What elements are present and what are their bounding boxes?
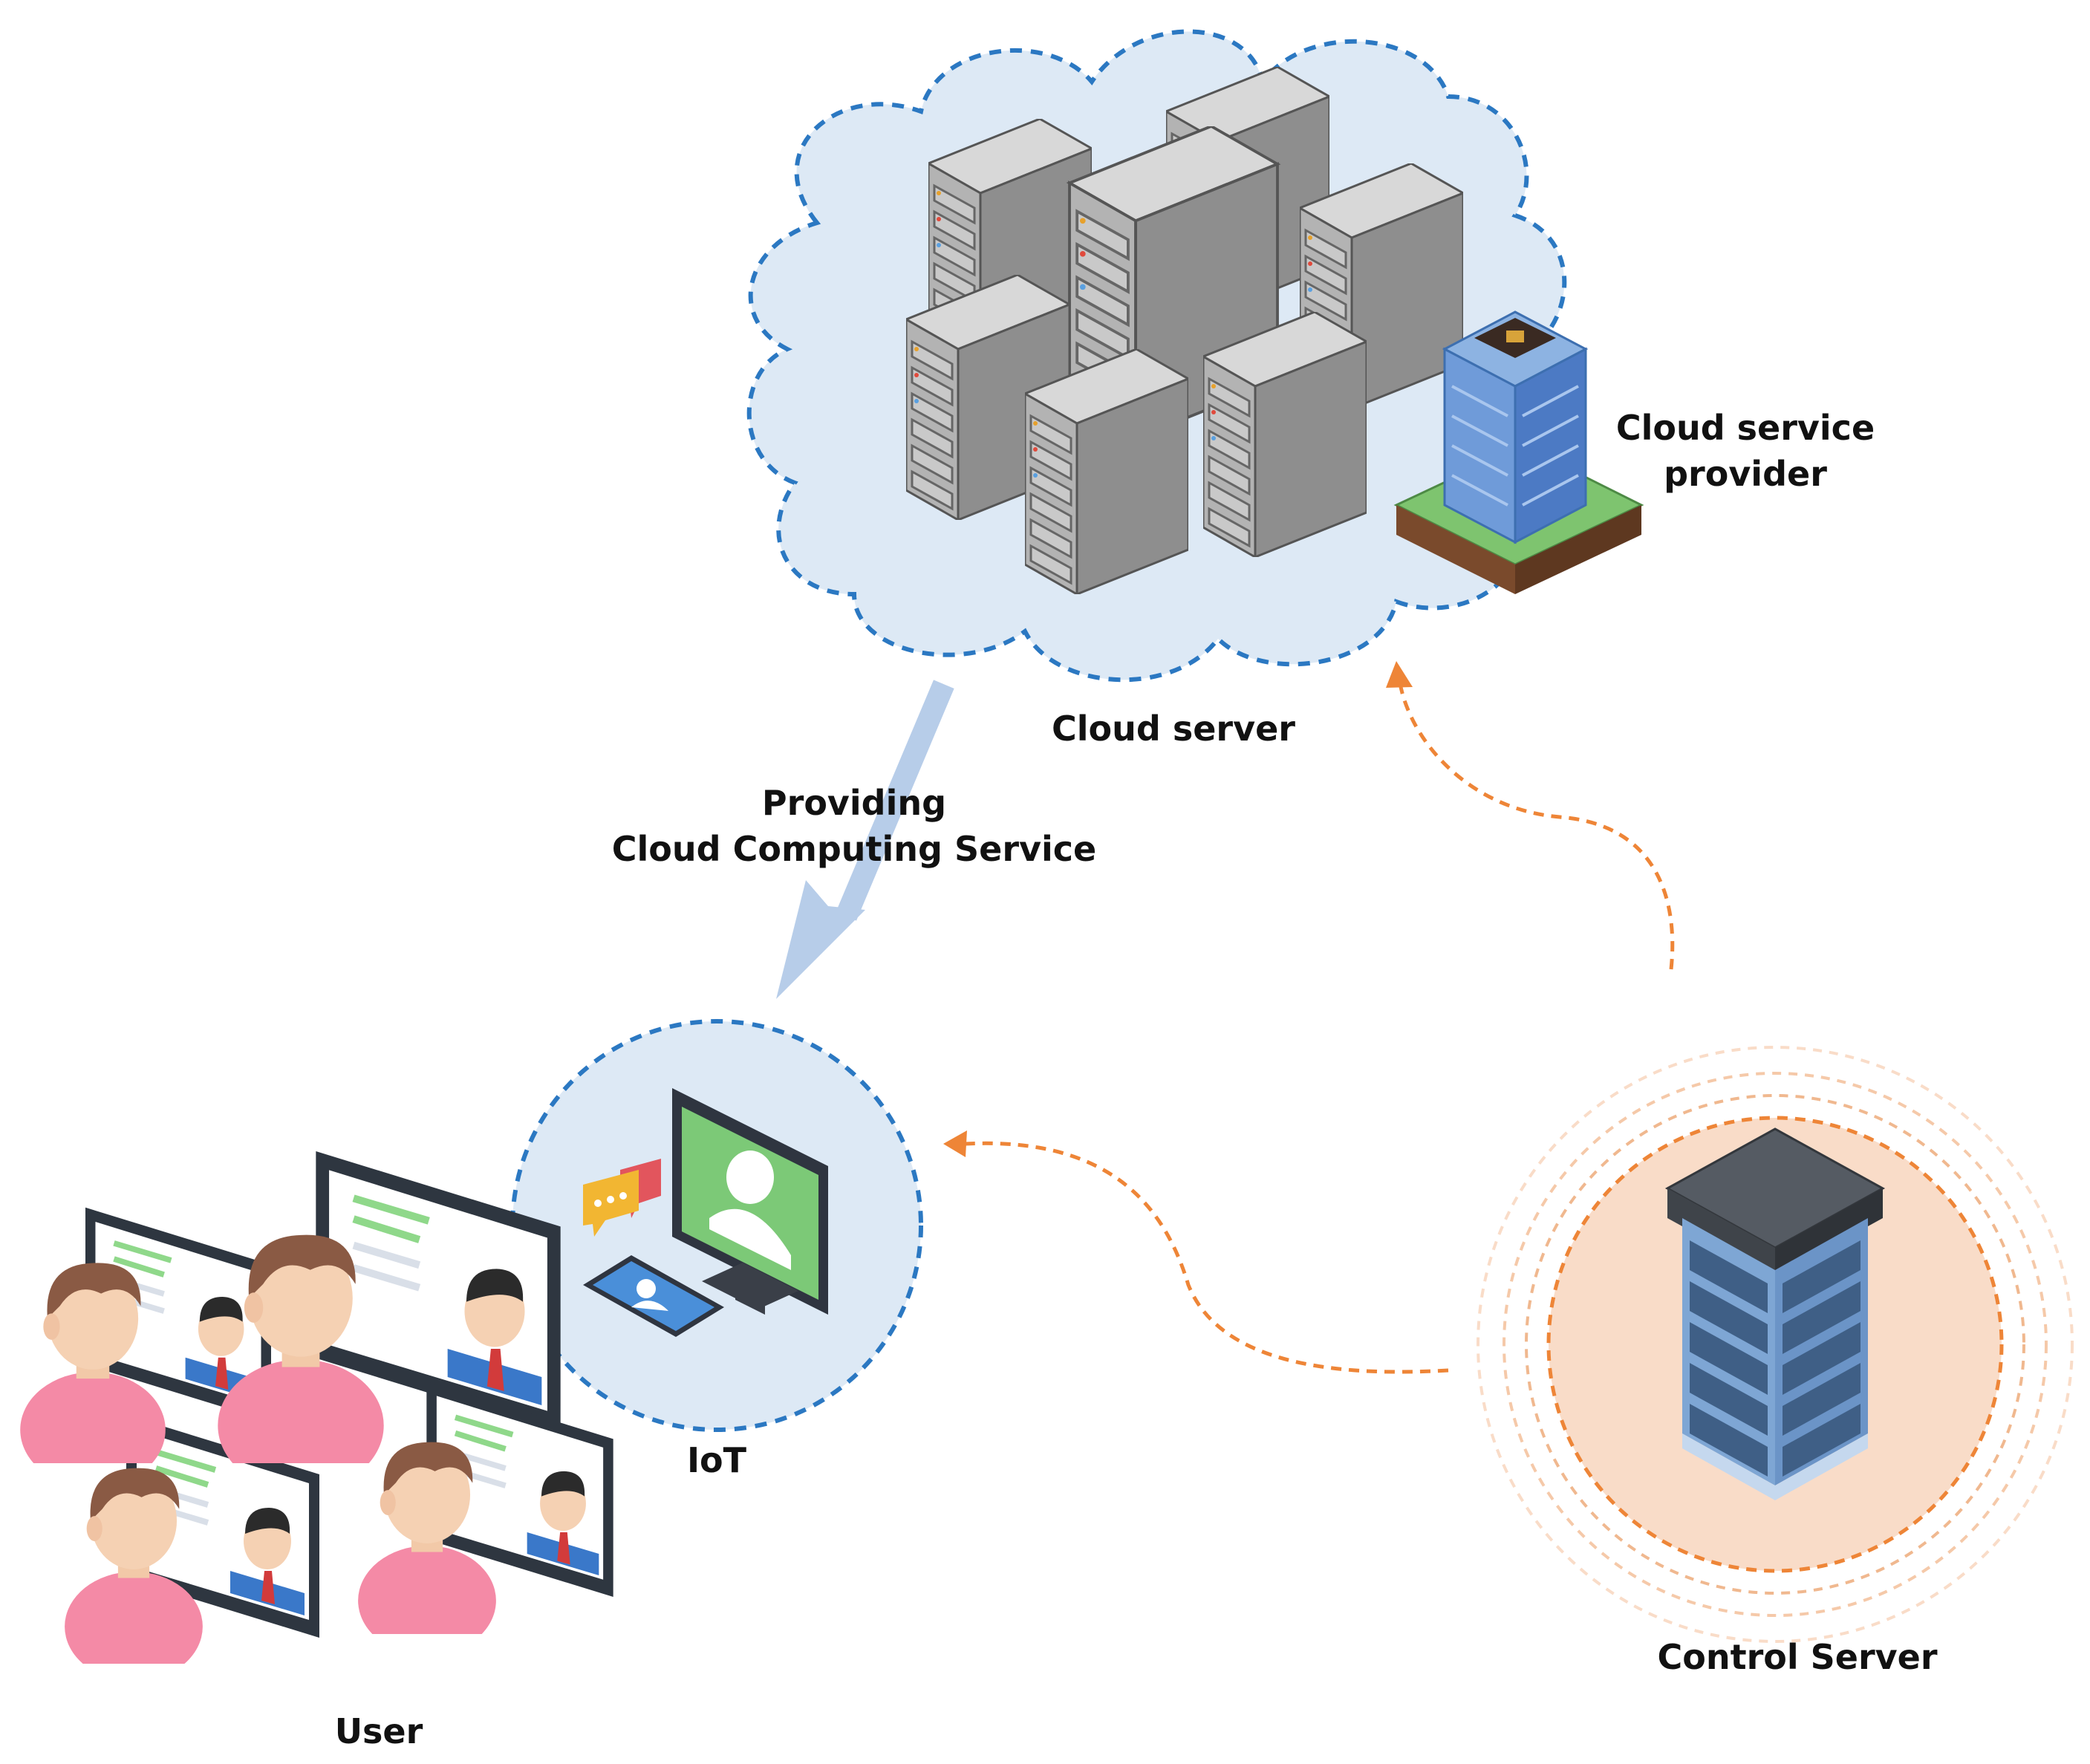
providing-service-label: Providing Cloud Computing Service xyxy=(587,780,1121,872)
providing-label-line1: Providing xyxy=(761,783,947,823)
chat-bubbles-icon xyxy=(583,1159,661,1237)
cloud-server-label: Cloud server xyxy=(1052,709,1295,749)
office-building-icon xyxy=(1393,310,1644,594)
cloud-service-provider-label: Cloud service provider xyxy=(1575,405,1916,497)
video-conference-users-icon xyxy=(20,1151,613,1664)
arrowhead-cloud xyxy=(1386,661,1413,688)
tablet-icon xyxy=(583,1255,724,1337)
provider-label-line1: Cloud service xyxy=(1615,408,1875,448)
monitor-user-icon xyxy=(672,1088,828,1315)
control-arrow-to-cloud xyxy=(1398,683,1675,970)
control-server-label: Control Server xyxy=(1657,1637,1938,1677)
iot-label: IoT xyxy=(686,1440,747,1480)
control-arrow-to-iot xyxy=(965,1141,1449,1374)
arrowhead-iot xyxy=(943,1130,967,1157)
service-arrow xyxy=(776,680,954,999)
provider-label-line2: provider xyxy=(1664,454,1827,494)
user-label: User xyxy=(334,1711,423,1751)
providing-label-line2: Cloud Computing Service xyxy=(611,829,1097,869)
server-tower-icon xyxy=(1664,1127,1886,1500)
